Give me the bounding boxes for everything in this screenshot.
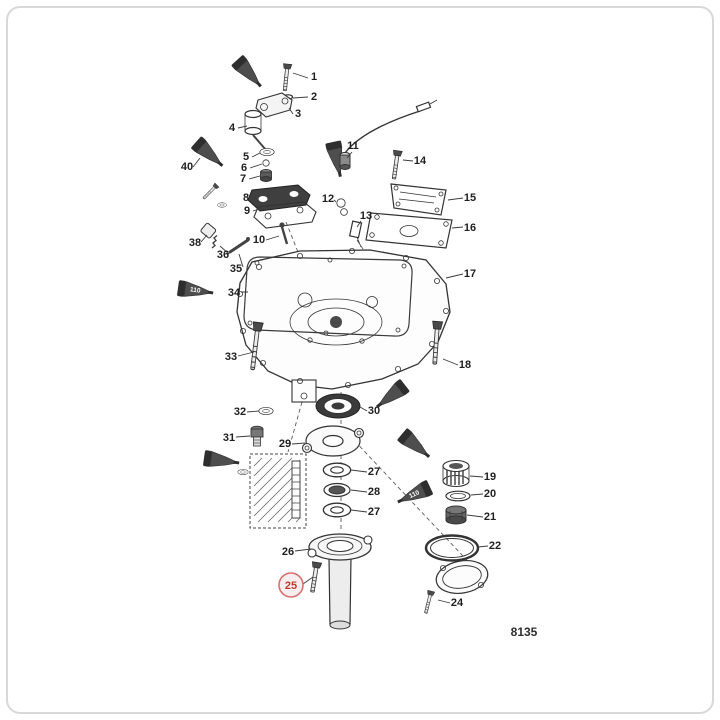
part-nut-7 — [260, 169, 272, 182]
callouts: 1 2 3 4 5 6 7 8 9 10 11 12 13 14 15 16 1… — [181, 71, 501, 609]
part-washer-small — [237, 469, 249, 475]
callout-32[interactable]: 32 — [234, 406, 246, 418]
callout-35[interactable]: 35 — [230, 263, 242, 275]
callout-17[interactable]: 17 — [464, 268, 476, 280]
part-screw-1 — [280, 63, 293, 92]
callout-24[interactable]: 24 — [451, 597, 464, 609]
callout-12[interactable]: 12 — [322, 193, 334, 205]
grease-tube-icon: 110 — [393, 479, 434, 510]
assembly-centerlines — [285, 221, 479, 573]
grease-tube-icon — [202, 449, 241, 472]
callout-14[interactable]: 14 — [414, 155, 427, 167]
part-washer-27a — [322, 462, 352, 478]
part-ring-6 — [262, 159, 270, 167]
part-cable-11 — [339, 99, 438, 170]
page-border — [6, 6, 714, 714]
callout-8[interactable]: 8 — [243, 192, 249, 204]
part-screw-24 — [421, 589, 436, 615]
part-bearing-19 — [442, 459, 470, 488]
callout-21[interactable]: 21 — [484, 511, 496, 523]
grease-tube-icon — [396, 427, 435, 464]
callout-18[interactable]: 18 — [459, 359, 471, 371]
page-code: 8135 — [511, 625, 538, 639]
callout-34[interactable]: 34 — [228, 287, 241, 299]
callout-6[interactable]: 6 — [241, 162, 247, 174]
part-pin-35 — [228, 237, 250, 254]
callout-30[interactable]: 30 — [368, 405, 380, 417]
part-pin-10 — [279, 222, 289, 245]
tube-label-110: 110 — [190, 286, 202, 294]
part-housing-26 — [307, 533, 373, 630]
part-gasket-15 — [390, 183, 447, 216]
part-fitting — [201, 182, 220, 201]
callout-28[interactable]: 28 — [368, 486, 380, 498]
callout-26[interactable]: 26 — [282, 546, 294, 558]
part-seal-30 — [315, 393, 361, 419]
tube-label-110: 110 — [408, 489, 421, 500]
part-plate-8 — [247, 184, 311, 212]
part-plug-31 — [250, 425, 264, 447]
pan-bolt-holes — [236, 247, 449, 388]
grease-tube-icon: 110 — [176, 279, 215, 302]
part-bearing-28 — [323, 482, 351, 498]
part-nut-21 — [445, 505, 467, 525]
part-spring-36 — [211, 234, 218, 249]
callout-11[interactable]: 11 — [347, 140, 359, 152]
callout-20[interactable]: 20 — [484, 488, 496, 500]
part-oring-22 — [424, 534, 480, 562]
part-washer-32 — [258, 407, 274, 415]
part-oil-pan-17 — [236, 247, 451, 403]
callout-29[interactable]: 29 — [279, 438, 291, 450]
callout-16[interactable]: 16 — [464, 222, 476, 234]
callout-2[interactable]: 2 — [311, 91, 317, 103]
callout-10[interactable]: 10 — [253, 234, 265, 246]
callout-40[interactable]: 40 — [181, 161, 193, 173]
part-washer-27b — [322, 502, 352, 518]
callout-3[interactable]: 3 — [295, 108, 301, 120]
part-gasket-34 — [243, 256, 413, 337]
callout-9[interactable]: 9 — [244, 205, 250, 217]
callout-13[interactable]: 13 — [360, 210, 372, 222]
highlight-circle-25 — [278, 572, 304, 598]
part-gasket-16 — [365, 212, 453, 249]
part-screw-14 — [389, 149, 403, 180]
part-cover-plate — [435, 560, 489, 594]
grease-tube-icon — [230, 54, 268, 93]
callout-31[interactable]: 31 — [223, 432, 235, 444]
callout-27b[interactable]: 27 — [368, 506, 380, 518]
callout-36[interactable]: 36 — [217, 249, 229, 261]
callout-19[interactable]: 19 — [484, 471, 496, 483]
part-washer-5 — [259, 148, 275, 156]
callout-33[interactable]: 33 — [225, 351, 237, 363]
callout-1[interactable]: 1 — [311, 71, 317, 83]
grease-tube-icon — [190, 135, 229, 173]
part-plunger-4 — [244, 109, 267, 151]
hatched-region — [249, 453, 307, 529]
part-gasket-9 — [253, 201, 317, 229]
callout-25-highlighted[interactable]: 25 — [285, 580, 297, 592]
callout-7[interactable]: 7 — [240, 173, 246, 185]
part-washer-small — [217, 202, 227, 208]
part-bush-38 — [200, 222, 217, 239]
part-plate-29 — [301, 425, 365, 457]
callout-22[interactable]: 22 — [489, 540, 501, 552]
callout-4[interactable]: 4 — [229, 122, 236, 134]
callout-5[interactable]: 5 — [243, 151, 249, 163]
part-connector-13 — [348, 220, 363, 248]
callout-38[interactable]: 38 — [189, 237, 201, 249]
leader-lines — [192, 72, 489, 604]
callout-15[interactable]: 15 — [464, 192, 476, 204]
part-ring-20 — [445, 490, 471, 502]
callout-27a[interactable]: 27 — [368, 466, 380, 478]
part-screw-25 — [307, 561, 323, 594]
part-rings-12 — [336, 198, 348, 216]
